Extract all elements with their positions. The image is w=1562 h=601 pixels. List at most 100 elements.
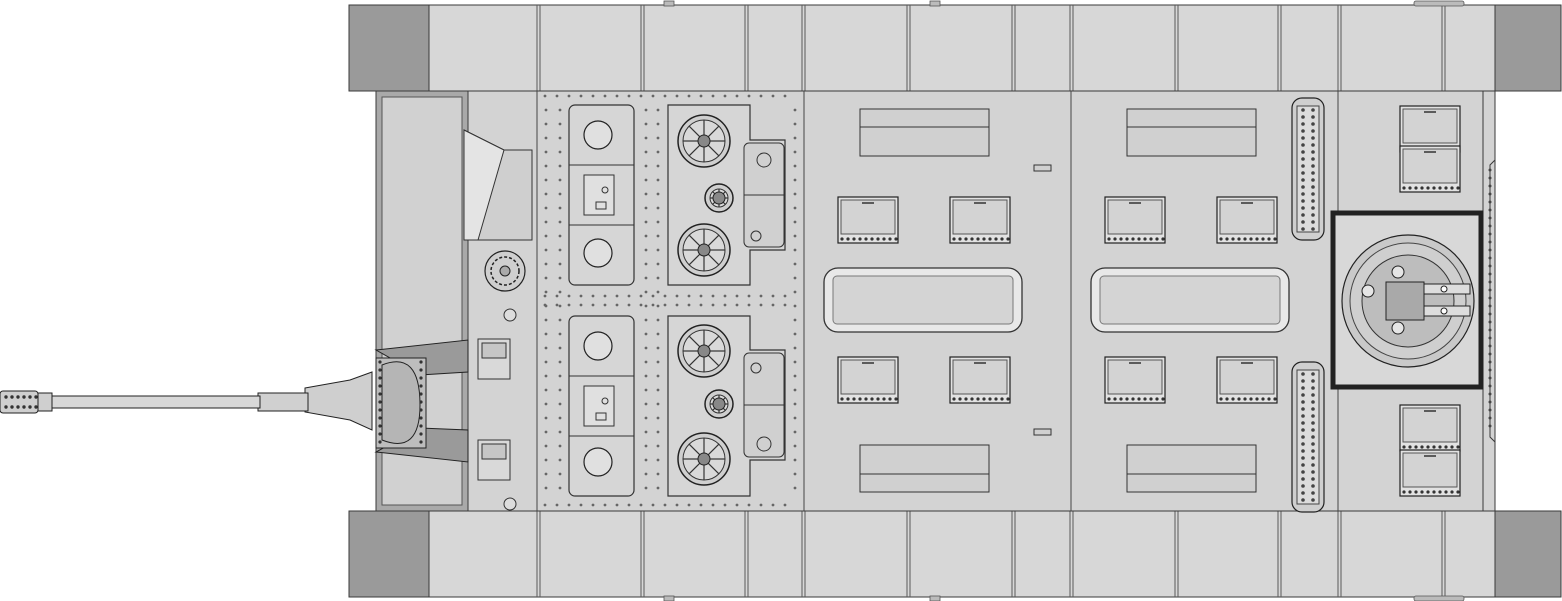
rivet: [699, 303, 703, 307]
bolt: [419, 416, 423, 420]
rivet: [793, 220, 797, 224]
rivet: [675, 294, 679, 298]
rivet: [544, 206, 548, 210]
rivet: [579, 503, 583, 507]
rivet: [675, 94, 679, 98]
rivet: [544, 164, 548, 168]
tool-box-icon: [1399, 404, 1461, 452]
rivet: [567, 294, 571, 298]
bolt: [1488, 336, 1492, 340]
tool-boxes: [837, 105, 1461, 497]
bolt: [419, 376, 423, 380]
rivet: [544, 234, 548, 238]
rivet: [663, 303, 667, 307]
rivet: [615, 294, 619, 298]
rivet: [558, 388, 562, 392]
rivet: [793, 136, 797, 140]
rivet: [544, 388, 548, 392]
bolt: [1488, 288, 1492, 292]
rivet: [558, 150, 562, 154]
muzzle-hole: [16, 405, 20, 409]
rivet: [644, 178, 648, 182]
rivet: [793, 150, 797, 154]
rivet: [656, 276, 660, 280]
bolt: [378, 432, 382, 436]
rivet: [656, 360, 660, 364]
rivet: [656, 472, 660, 476]
fan-grille-icon: [677, 324, 731, 378]
bolt: [378, 392, 382, 396]
hatch-group-bottom: [568, 315, 635, 497]
bolt: [378, 440, 382, 444]
rivet: [544, 318, 548, 322]
rivet: [558, 136, 562, 140]
rivet: [644, 290, 648, 294]
rivet: [558, 262, 562, 266]
tool-box-icon: [837, 196, 899, 244]
rivet: [656, 122, 660, 126]
rivet: [579, 294, 583, 298]
rivet: [644, 262, 648, 266]
muzzle-hole: [4, 395, 8, 399]
rivet: [558, 402, 562, 406]
mantlet-bolts: [378, 360, 423, 444]
rivet: [656, 178, 660, 182]
bolt: [1488, 240, 1492, 244]
rivet: [591, 94, 595, 98]
tool-box-icon: [1399, 145, 1461, 193]
bolt: [378, 368, 382, 372]
tool-box-icon: [837, 356, 899, 404]
rivet: [793, 374, 797, 378]
spare-track-icon: [1291, 361, 1325, 513]
rivet: [675, 503, 679, 507]
bolt: [1488, 200, 1492, 204]
rivet: [555, 94, 559, 98]
rivet: [615, 94, 619, 98]
rivet: [793, 192, 797, 196]
rivet: [711, 303, 715, 307]
rivet: [656, 206, 660, 210]
rivet: [603, 94, 607, 98]
bolt: [419, 432, 423, 436]
rivet: [793, 122, 797, 126]
bolt: [419, 360, 423, 364]
rivet: [644, 234, 648, 238]
rivet: [615, 303, 619, 307]
rivet: [558, 332, 562, 336]
rivet: [544, 150, 548, 154]
rivet: [656, 416, 660, 420]
rivet: [644, 444, 648, 448]
rivet: [639, 294, 643, 298]
rivet: [627, 94, 631, 98]
bolt: [1488, 312, 1492, 316]
rivet: [544, 346, 548, 350]
muzzle-hole: [28, 395, 32, 399]
right-track-bottom: [348, 510, 1562, 598]
rivet: [644, 360, 648, 364]
rivet: [644, 374, 648, 378]
rivet: [544, 444, 548, 448]
bolt: [1488, 272, 1492, 276]
rivet: [555, 303, 559, 307]
rivet: [627, 503, 631, 507]
rivet: [567, 503, 571, 507]
rivet: [644, 220, 648, 224]
rivet: [644, 192, 648, 196]
rivet: [771, 303, 775, 307]
rivet: [783, 94, 787, 98]
rivet: [544, 472, 548, 476]
rivet: [793, 444, 797, 448]
rivet: [723, 94, 727, 98]
rivet: [644, 136, 648, 140]
rivet: [783, 303, 787, 307]
rivet: [687, 303, 691, 307]
rivet: [675, 303, 679, 307]
rivet: [591, 303, 595, 307]
bolt: [1488, 392, 1492, 396]
bolt: [419, 368, 423, 372]
rivet: [663, 94, 667, 98]
rivet: [644, 248, 648, 252]
rivet: [747, 94, 751, 98]
rivet: [656, 164, 660, 168]
